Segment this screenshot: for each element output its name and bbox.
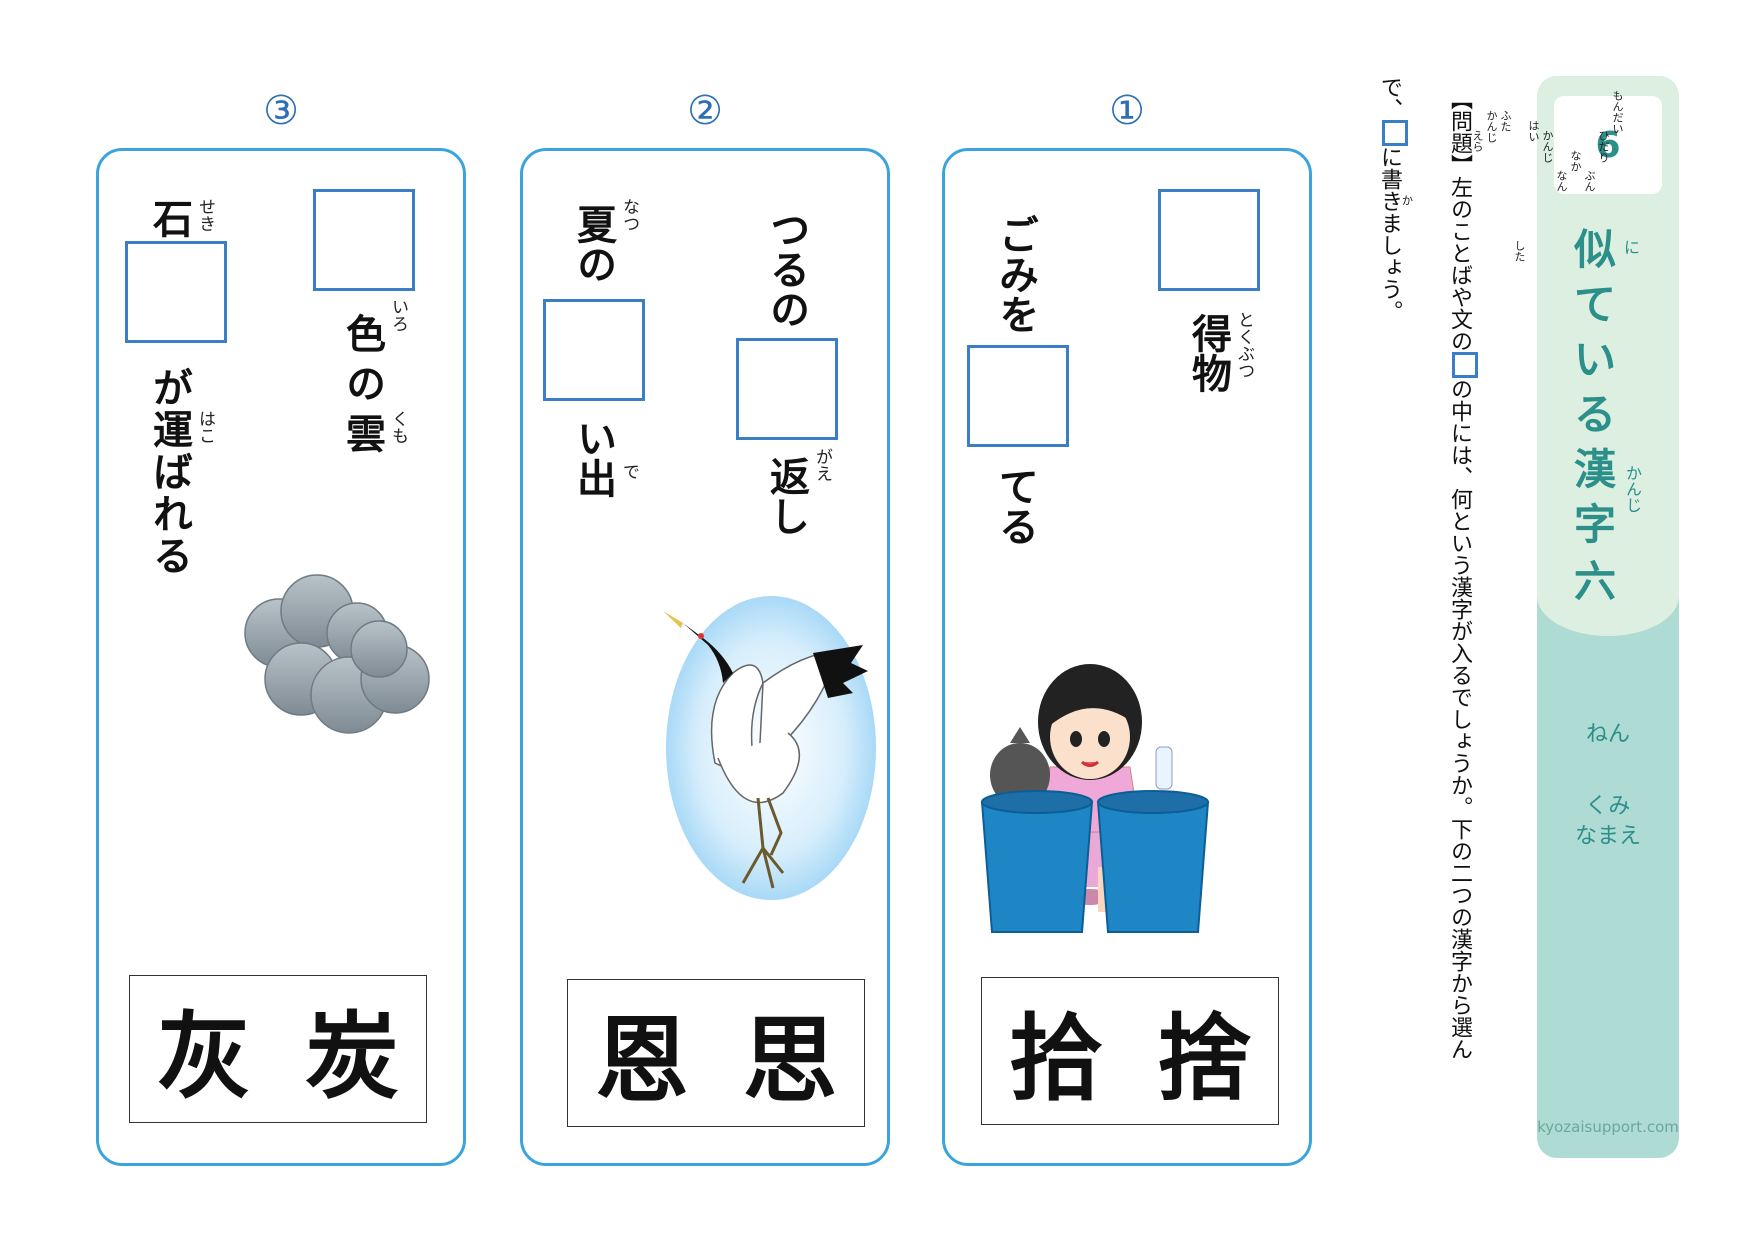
problem-2-line2-text-b: い出: [570, 418, 616, 498]
instruction-ruby-1: もんだい ひだり ぶん なか なん かんじ はい した ふた かんじ えら: [1471, 90, 1624, 262]
problem-2-line2-text-a: 夏の: [570, 204, 616, 284]
header-strip: 6 似 に て い る 漢 かんじ 字 六 ねん くみ なまえ kyozaisu…: [1537, 76, 1679, 1158]
problem-3-line1-text: 色の雲: [339, 313, 385, 463]
worksheet-number: 6: [1554, 96, 1662, 194]
girl-with-trash-cans-icon: [980, 664, 1210, 933]
title-ruby: かんじ: [1623, 465, 1642, 513]
problem-1-line1-text: 得物: [1185, 313, 1231, 393]
class-label: くみ: [1585, 794, 1631, 819]
instruction-line-1: 【問題】左のことばや文のの中には、何という漢字が入るでしょうか。下の二つの漢字か…: [1440, 88, 1478, 1148]
problem-3-line1-ruby-b: くも: [388, 410, 408, 444]
problem-2-line2-ruby-b: で: [619, 462, 639, 480]
problem-1-line1-ruby: とくぶつ: [1234, 311, 1254, 379]
problem-3-line2-text-b: が運ばれる: [146, 367, 192, 577]
problem-2-line1-ruby: がえ: [812, 448, 832, 482]
title-char: 字: [1573, 500, 1616, 549]
problem-1-line2-text-b: てる: [992, 466, 1038, 546]
problem-3-line2-text-a: 石: [146, 198, 192, 238]
problem-1-panel: 得物 とくぶつ ごみを てる 拾 捨: [942, 148, 1312, 1166]
header-top: 6 似 に て い る 漢 かんじ 字 六: [1537, 76, 1679, 636]
title-char: い: [1573, 335, 1616, 384]
problem-1-number: ①: [1109, 88, 1145, 134]
instruction-text: に書きましょう。: [1377, 146, 1402, 322]
gray-cloud-icon: [244, 574, 430, 734]
problem-2-line2-ruby-a: なつ: [619, 198, 639, 232]
problem-3-number: ③: [263, 88, 299, 134]
title-char: る: [1573, 390, 1616, 439]
instruction-line-2: で、に書きましょう。: [1370, 76, 1408, 476]
problem-1-line2-text-a: ごみを: [992, 214, 1038, 334]
instruction-box-icon: [1382, 120, 1408, 146]
instruction-ruby-ka: か: [1402, 194, 1413, 207]
problem-2-line1-text-b: 返し: [763, 456, 809, 536]
problem-3-line2-ruby-a: せき: [195, 198, 215, 232]
problem-2-answer-box-1[interactable]: [736, 338, 838, 440]
problem-2-number: ②: [687, 88, 723, 134]
instruction-box-icon: [1452, 352, 1478, 378]
problem-3-line2-ruby-b: はこ: [195, 410, 215, 444]
choice-kanji[interactable]: 恩: [594, 1007, 689, 1116]
title-char: 六: [1573, 557, 1616, 606]
choice-kanji[interactable]: 灰: [156, 1003, 251, 1112]
title-char: 似: [1573, 225, 1616, 274]
choice-kanji[interactable]: 炭: [304, 1003, 399, 1112]
problem-3-line1-ruby-a: いろ: [388, 298, 408, 332]
instruction-text: 【問題】左のことばや文の: [1447, 88, 1472, 352]
title-char: て: [1573, 280, 1616, 329]
problem-2-line1-text-a: つるの: [763, 209, 809, 329]
choice-kanji[interactable]: 拾: [1008, 1005, 1103, 1114]
instruction-text: で、: [1377, 76, 1402, 120]
problem-1-choices: 拾 捨: [981, 977, 1279, 1125]
problem-2-choices: 恩 思: [567, 979, 865, 1127]
year-label: ねん: [1585, 722, 1630, 747]
instruction-text: の中には、何という漢字が入るでしょうか。下の二つの漢字から選ん: [1447, 378, 1472, 1060]
name-label: なまえ: [1574, 824, 1641, 849]
problem-1-answer-box-2[interactable]: [967, 345, 1069, 447]
problem-2-answer-box-2[interactable]: [543, 299, 645, 401]
site-url: kyozaisupport.com: [1537, 1118, 1679, 1136]
problem-3-choices: 灰 炭: [129, 975, 427, 1123]
choice-kanji[interactable]: 思: [742, 1007, 837, 1116]
title-ruby: に: [1623, 238, 1640, 257]
problem-2-panel: つるの 返し がえ 夏の なつ い出 で 恩 思: [520, 148, 890, 1166]
problem-3-answer-box-2[interactable]: [125, 241, 227, 343]
crane-icon: [663, 596, 876, 900]
problem-3-answer-box-1[interactable]: [313, 189, 415, 291]
worksheet-title: 似 に て い る 漢 かんじ 字 六: [1570, 216, 1646, 616]
choice-kanji[interactable]: 捨: [1156, 1005, 1251, 1114]
problem-3-panel: 色の雲 いろ くも 石 せき が運ばれる はこ 灰 炭: [96, 148, 466, 1166]
title-char: 漢: [1573, 445, 1616, 494]
problem-1-answer-box-1[interactable]: [1158, 189, 1260, 291]
